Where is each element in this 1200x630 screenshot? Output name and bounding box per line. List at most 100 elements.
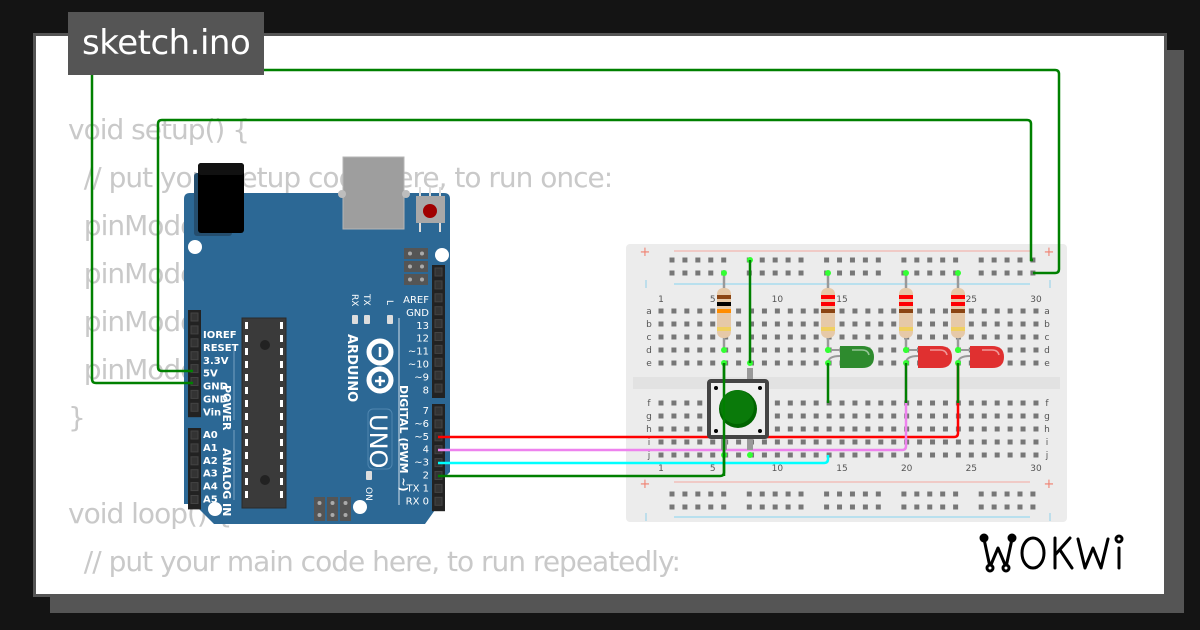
rail-hole[interactable] xyxy=(927,491,933,497)
rail-hole[interactable] xyxy=(682,257,688,263)
breadboard-hole[interactable] xyxy=(865,452,871,458)
breadboard-hole[interactable] xyxy=(852,452,858,458)
rail-hole[interactable] xyxy=(862,491,868,497)
breadboard-hole[interactable] xyxy=(813,334,819,340)
breadboard-hole[interactable] xyxy=(697,334,703,340)
breadboard-hole[interactable] xyxy=(671,426,677,432)
rail-hole[interactable] xyxy=(746,491,752,497)
breadboard-hole[interactable] xyxy=(749,347,755,353)
breadboard-hole[interactable] xyxy=(800,347,806,353)
breadboard-hole[interactable] xyxy=(749,334,755,340)
breadboard-hole[interactable] xyxy=(800,308,806,314)
breadboard-hole[interactable] xyxy=(1020,439,1026,445)
breadboard-hole[interactable] xyxy=(761,439,767,445)
breadboard-hole[interactable] xyxy=(839,308,845,314)
breadboard-hole[interactable] xyxy=(942,400,948,406)
breadboard-hole[interactable] xyxy=(839,321,845,327)
breadboard-hole[interactable] xyxy=(697,321,703,327)
breadboard-hole[interactable] xyxy=(710,334,716,340)
breadboard-hole[interactable] xyxy=(813,347,819,353)
breadboard-hole[interactable] xyxy=(981,321,987,327)
header-pin[interactable] xyxy=(434,267,443,277)
rail-hole[interactable] xyxy=(1004,270,1010,276)
header-pin[interactable] xyxy=(190,312,199,322)
rail-hole[interactable] xyxy=(1004,491,1010,497)
breadboard-hole[interactable] xyxy=(697,308,703,314)
breadboard-hole[interactable] xyxy=(671,308,677,314)
rail-hole[interactable] xyxy=(953,491,959,497)
header-pin[interactable] xyxy=(190,389,199,399)
breadboard-hole[interactable] xyxy=(1007,334,1013,340)
rail-hole[interactable] xyxy=(824,504,830,510)
breadboard-hole[interactable] xyxy=(878,439,884,445)
breadboard-hole[interactable] xyxy=(761,347,767,353)
wire-5v-to-rail[interactable] xyxy=(156,118,1033,373)
button-cap[interactable] xyxy=(720,390,754,424)
header-pin[interactable] xyxy=(190,402,199,412)
breadboard-hole[interactable] xyxy=(1020,400,1026,406)
breadboard-hole[interactable] xyxy=(839,334,845,340)
breadboard-hole[interactable] xyxy=(774,321,780,327)
header-pin[interactable] xyxy=(434,344,443,354)
rail-hole[interactable] xyxy=(759,504,765,510)
resistor[interactable] xyxy=(717,270,731,353)
breadboard-hole[interactable] xyxy=(968,308,974,314)
breadboard-hole[interactable] xyxy=(1007,439,1013,445)
rail-hole[interactable] xyxy=(837,504,843,510)
rail-hole[interactable] xyxy=(875,257,881,263)
breadboard-hole[interactable] xyxy=(865,334,871,340)
breadboard-hole[interactable] xyxy=(736,334,742,340)
rail-hole[interactable] xyxy=(824,491,830,497)
breadboard-hole[interactable] xyxy=(658,334,664,340)
breadboard-hole[interactable] xyxy=(774,439,780,445)
breadboard-hole[interactable] xyxy=(800,413,806,419)
breadboard-hole[interactable] xyxy=(1020,308,1026,314)
breadboard-hole[interactable] xyxy=(878,321,884,327)
rail-hole[interactable] xyxy=(695,491,701,497)
rail-hole[interactable] xyxy=(901,491,907,497)
breadboard-hole[interactable] xyxy=(671,400,677,406)
breadboard-hole[interactable] xyxy=(942,308,948,314)
breadboard-hole[interactable] xyxy=(1007,452,1013,458)
breadboard-hole[interactable] xyxy=(684,400,690,406)
breadboard-hole[interactable] xyxy=(994,452,1000,458)
breadboard-hole[interactable] xyxy=(878,452,884,458)
breadboard-hole[interactable] xyxy=(749,321,755,327)
breadboard-hole[interactable] xyxy=(1033,426,1039,432)
breadboard-hole[interactable] xyxy=(710,321,716,327)
rail-hole[interactable] xyxy=(991,257,997,263)
rail-hole[interactable] xyxy=(875,491,881,497)
breadboard-hole[interactable] xyxy=(865,426,871,432)
breadboard-hole[interactable] xyxy=(787,360,793,366)
rail-hole[interactable] xyxy=(669,257,675,263)
pushbutton[interactable] xyxy=(707,363,769,476)
breadboard-hole[interactable] xyxy=(981,452,987,458)
breadboard-hole[interactable] xyxy=(865,400,871,406)
rail-hole[interactable] xyxy=(927,270,933,276)
header-pin[interactable] xyxy=(190,351,199,361)
header-pin[interactable] xyxy=(190,469,199,479)
breadboard-hole[interactable] xyxy=(1020,347,1026,353)
header-pin[interactable] xyxy=(434,357,443,367)
breadboard-hole[interactable] xyxy=(736,439,742,445)
breadboard-hole[interactable] xyxy=(774,426,780,432)
breadboard-hole[interactable] xyxy=(826,413,832,419)
rail-hole[interactable] xyxy=(849,504,855,510)
breadboard-hole[interactable] xyxy=(865,308,871,314)
breadboard-hole[interactable] xyxy=(710,360,716,366)
header-pin[interactable] xyxy=(434,280,443,290)
rail-hole[interactable] xyxy=(746,504,752,510)
breadboard-hole[interactable] xyxy=(942,439,948,445)
breadboard-hole[interactable] xyxy=(658,347,664,353)
breadboard-hole[interactable] xyxy=(891,360,897,366)
header-pin[interactable] xyxy=(190,325,199,335)
breadboard-hole[interactable] xyxy=(1020,334,1026,340)
breadboard-hole[interactable] xyxy=(891,439,897,445)
breadboard-hole[interactable] xyxy=(968,452,974,458)
breadboard-hole[interactable] xyxy=(981,308,987,314)
breadboard-hole[interactable] xyxy=(671,413,677,419)
breadboard-hole[interactable] xyxy=(671,360,677,366)
rail-hole[interactable] xyxy=(991,491,997,497)
breadboard-hole[interactable] xyxy=(839,426,845,432)
breadboard-hole[interactable] xyxy=(917,413,923,419)
